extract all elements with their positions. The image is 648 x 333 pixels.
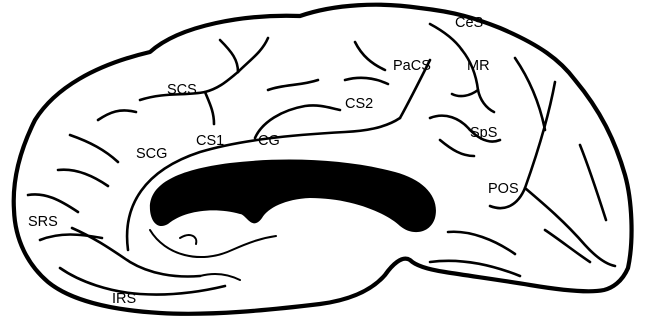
label-sps: SpS <box>470 125 497 141</box>
label-irs: IRS <box>112 291 136 307</box>
label-cs2: CS2 <box>345 96 373 112</box>
label-ces: CeS <box>455 15 483 31</box>
label-scg: SCG <box>136 146 167 162</box>
label-mr: MR <box>467 58 490 74</box>
label-cg: CG <box>258 133 280 149</box>
label-cs1: CS1 <box>196 133 224 149</box>
label-pos: POS <box>488 181 519 197</box>
label-srs: SRS <box>28 214 58 230</box>
label-scs: SCS <box>167 82 197 98</box>
label-pacs: PaCS <box>393 58 431 74</box>
